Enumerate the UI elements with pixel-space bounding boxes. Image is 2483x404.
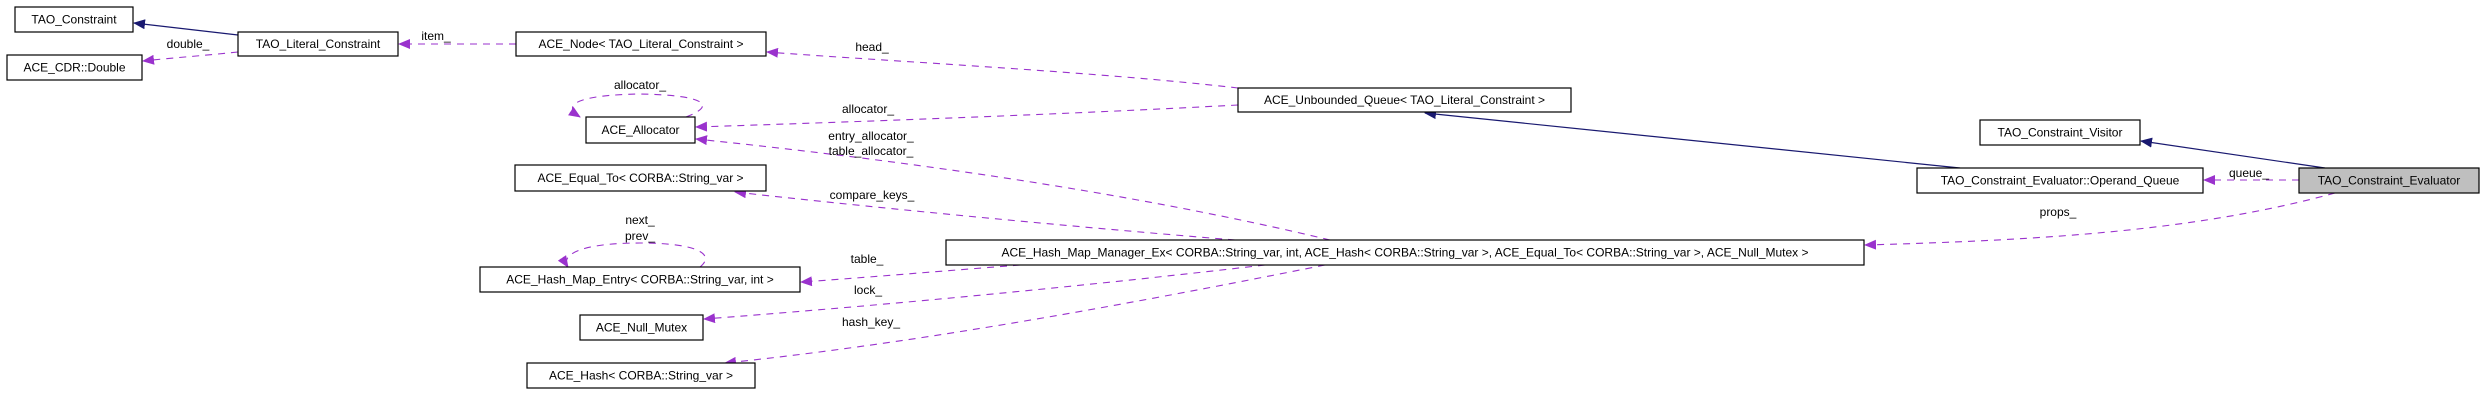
- edge-label-lock: lock_: [854, 283, 882, 297]
- edge-label-table: table_: [851, 252, 884, 266]
- edge-label-next: next_: [625, 213, 655, 227]
- edge-label-table-allocator: table_allocator_: [829, 144, 914, 158]
- node-label: ACE_CDR::Double: [23, 61, 125, 75]
- edge-label-compare-keys: compare_keys_: [830, 188, 915, 202]
- node-ace-hash[interactable]: ACE_Hash< CORBA::String_var >: [526, 362, 756, 389]
- node-ace-hash-map-entry[interactable]: ACE_Hash_Map_Entry< CORBA::String_var, i…: [479, 266, 801, 293]
- node-label: TAO_Constraint_Visitor: [1998, 126, 2123, 140]
- edge-table: [800, 264, 1021, 287]
- node-label: ACE_Hash_Map_Entry< CORBA::String_var, i…: [506, 273, 773, 287]
- node-label: TAO_Constraint: [31, 13, 117, 27]
- edge-label-entry-allocator: entry_allocator_: [828, 129, 914, 143]
- node-label: TAO_Literal_Constraint: [256, 37, 381, 51]
- node-operand-queue[interactable]: TAO_Constraint_Evaluator::Operand_Queue: [1916, 167, 2204, 194]
- node-label: ACE_Hash_Map_Manager_Ex< CORBA::String_v…: [1001, 246, 1808, 260]
- node-ace-null-mutex[interactable]: ACE_Null_Mutex: [579, 314, 704, 341]
- node-tao-constraint[interactable]: TAO_Constraint: [14, 6, 134, 33]
- edge-label-allocator: allocator_: [842, 102, 894, 116]
- inheritance-edge-literal-to-constraint: [133, 19, 239, 36]
- node-label: ACE_Null_Mutex: [596, 321, 687, 335]
- edges: [133, 19, 2336, 367]
- edge-label-item: item_: [421, 29, 451, 43]
- node-ace-cdr-double[interactable]: ACE_CDR::Double: [6, 54, 143, 81]
- edge-props: [1864, 192, 2336, 250]
- edge-head: [766, 47, 1239, 89]
- node-label: TAO_Constraint_Evaluator: [2318, 174, 2461, 188]
- node-label: ACE_Equal_To< CORBA::String_var >: [537, 171, 743, 185]
- edge-labels: double_ item_ head_ allocator_ allocator…: [167, 29, 2270, 329]
- node-ace-equal-to[interactable]: ACE_Equal_To< CORBA::String_var >: [514, 164, 767, 192]
- edge-label-allocator-self: allocator_: [614, 78, 666, 92]
- node-ace-unbounded-queue[interactable]: ACE_Unbounded_Queue< TAO_Literal_Constra…: [1237, 87, 1572, 113]
- node-tao-literal-constraint[interactable]: TAO_Literal_Constraint: [237, 31, 399, 57]
- inheritance-edge-evaluator-to-visitor: [2140, 137, 2326, 169]
- edge-label-props: props_: [2040, 205, 2077, 219]
- node-label: ACE_Hash< CORBA::String_var >: [549, 369, 733, 383]
- edge-hash-map-entry-self-loop: [557, 242, 706, 268]
- node-label: ACE_Node< TAO_Literal_Constraint >: [538, 37, 743, 51]
- edge-label-prev: prev_: [625, 229, 655, 243]
- edge-label-hash-key: hash_key_: [842, 315, 900, 329]
- node-label: ACE_Allocator: [601, 123, 679, 137]
- edge-label-queue: queue_: [2229, 166, 2269, 180]
- edge-compare-keys: [734, 188, 1236, 241]
- edge-label-double: double_: [167, 37, 210, 51]
- node-ace-node[interactable]: ACE_Node< TAO_Literal_Constraint >: [515, 31, 767, 57]
- inheritance-edge-operand-queue-to-unbounded-queue: [1424, 109, 1961, 169]
- edge-hash-key: [724, 264, 1326, 367]
- node-label: TAO_Constraint_Evaluator::Operand_Queue: [1941, 174, 2180, 188]
- edge-entry-table-allocator: [695, 135, 1331, 241]
- edge-allocator: [695, 104, 1239, 132]
- edge-label-head: head_: [855, 40, 889, 54]
- node-label: ACE_Unbounded_Queue< TAO_Literal_Constra…: [1264, 93, 1545, 107]
- edge-allocator-self-loop: [568, 93, 703, 118]
- node-ace-hash-map-manager-ex[interactable]: ACE_Hash_Map_Manager_Ex< CORBA::String_v…: [945, 239, 1865, 266]
- node-ace-allocator[interactable]: ACE_Allocator: [585, 116, 696, 144]
- node-tao-constraint-evaluator[interactable]: TAO_Constraint_Evaluator: [2298, 167, 2480, 194]
- edge-double: [142, 51, 239, 65]
- node-tao-constraint-visitor[interactable]: TAO_Constraint_Visitor: [1979, 119, 2141, 146]
- edge-lock: [703, 264, 1266, 324]
